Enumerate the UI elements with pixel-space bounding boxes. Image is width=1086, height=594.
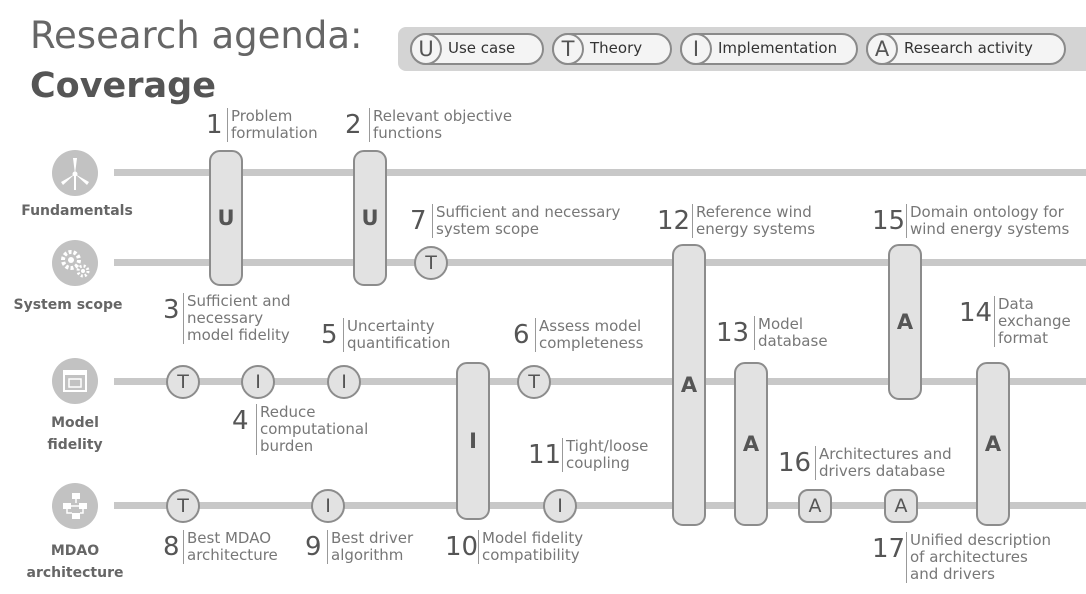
row-label-text: fidelity xyxy=(47,437,103,453)
item-10-caption: Model fidelity compatibility xyxy=(478,530,583,564)
track-system-scope xyxy=(114,259,1086,266)
row-label-text: Fundamentals xyxy=(21,203,133,219)
item-9-caption: Best driver algorithm xyxy=(327,530,413,564)
item-17-caption: Unified description of architectures and… xyxy=(906,532,1051,583)
item-12-activity-pill: A xyxy=(672,244,706,526)
item-2-caption: Relevant objective functions xyxy=(369,108,512,142)
row-label-text: Model xyxy=(51,415,99,431)
item-6-caption: Assess model completeness xyxy=(535,318,643,352)
track-model-fidelity xyxy=(114,378,1086,385)
item-16-number: 16 xyxy=(778,448,812,478)
window-icon xyxy=(52,358,98,404)
item-13-number: 13 xyxy=(716,318,750,348)
gears-icon xyxy=(52,240,98,286)
item-4-implementation-circle: I xyxy=(241,365,275,399)
item-2-number: 2 xyxy=(345,110,362,140)
item-12-number: 12 xyxy=(657,206,691,236)
wind-turbine-icon xyxy=(52,150,98,196)
item-4-number: 4 xyxy=(232,406,249,436)
item-1-use-case-pill: U xyxy=(209,150,243,286)
item-2-use-case-pill: U xyxy=(353,150,387,286)
row-label-text: architecture xyxy=(26,565,124,581)
row-label-text: System scope xyxy=(13,297,123,313)
item-10-number: 10 xyxy=(445,532,479,562)
item-4-caption: Reduce computational burden xyxy=(256,404,368,455)
item-9-implementation-circle: I xyxy=(311,489,345,523)
legend-label: Theory xyxy=(590,39,643,57)
item-5-number: 5 xyxy=(321,320,338,350)
flowchart-icon xyxy=(52,483,98,529)
item-11-number: 11 xyxy=(528,440,562,470)
track-fundamentals xyxy=(114,169,1086,176)
item-5-caption: Uncertainty quantification xyxy=(343,318,450,352)
legend-letter: A xyxy=(866,33,898,65)
item-16-activity-box: A xyxy=(798,489,832,523)
track-mdao-architecture xyxy=(114,502,1086,509)
item-3-number: 3 xyxy=(163,295,180,325)
legend-label: Research activity xyxy=(904,39,1033,57)
item-17-activity-box: A xyxy=(884,489,918,523)
item-7-theory-circle: T xyxy=(414,246,448,280)
item-14-activity-pill: A xyxy=(976,362,1010,526)
row-label-text: MDAO xyxy=(50,543,100,559)
legend-label: Implementation xyxy=(718,39,838,57)
item-8-number: 8 xyxy=(163,532,180,562)
legend-label: Use case xyxy=(448,39,516,57)
row-label-fundamentals: Fundamentals xyxy=(18,200,136,222)
item-14-number: 14 xyxy=(959,298,993,328)
item-15-activity-pill: A xyxy=(888,244,922,400)
item-7-number: 7 xyxy=(410,206,427,236)
legend-letter: U xyxy=(410,33,442,65)
item-6-number: 6 xyxy=(513,320,530,350)
legend-letter: I xyxy=(680,33,712,65)
item-9-number: 9 xyxy=(305,532,322,562)
item-15-caption: Domain ontology for wind energy systems xyxy=(906,204,1069,238)
row-label-system-scope: System scope xyxy=(4,294,132,316)
item-3-caption: Sufficient and necessary model fidelity xyxy=(183,293,291,344)
item-5-implementation-circle: I xyxy=(327,365,361,399)
item-17-number: 17 xyxy=(872,534,906,564)
item-10-implementation-pill: I xyxy=(456,362,490,520)
diagram-title: Research agenda: xyxy=(30,14,363,57)
item-3-theory-circle: T xyxy=(166,365,200,399)
diagram-subtitle: Coverage xyxy=(30,66,216,106)
item-6-theory-circle: T xyxy=(517,365,551,399)
item-11-caption: Tight/loose coupling xyxy=(562,438,648,472)
legend: U Use case T Theory I Implementation A R… xyxy=(398,27,1086,71)
legend-item-use-case: U Use case xyxy=(410,33,544,65)
item-16-caption: Architectures and drivers database xyxy=(815,446,952,480)
item-1-caption: Problem formulation xyxy=(227,108,318,142)
legend-item-implementation: I Implementation xyxy=(680,33,858,65)
legend-letter: T xyxy=(552,33,584,65)
row-label-model-fidelity: Model fidelity xyxy=(32,412,118,456)
item-8-theory-circle: T xyxy=(166,489,200,523)
item-14-caption: Data exchange format xyxy=(994,296,1071,347)
item-13-activity-pill: A xyxy=(734,362,768,526)
item-13-caption: Model database xyxy=(754,316,828,350)
legend-item-research-activity: A Research activity xyxy=(866,33,1066,65)
item-15-number: 15 xyxy=(872,206,906,236)
item-1-number: 1 xyxy=(206,110,223,140)
item-8-caption: Best MDAO architecture xyxy=(183,530,278,564)
legend-item-theory: T Theory xyxy=(552,33,672,65)
item-7-caption: Sufficient and necessary system scope xyxy=(432,204,620,238)
row-label-mdao-architecture: MDAO architecture xyxy=(18,540,132,584)
item-12-caption: Reference wind energy systems xyxy=(692,204,815,238)
item-11-implementation-circle: I xyxy=(543,489,577,523)
